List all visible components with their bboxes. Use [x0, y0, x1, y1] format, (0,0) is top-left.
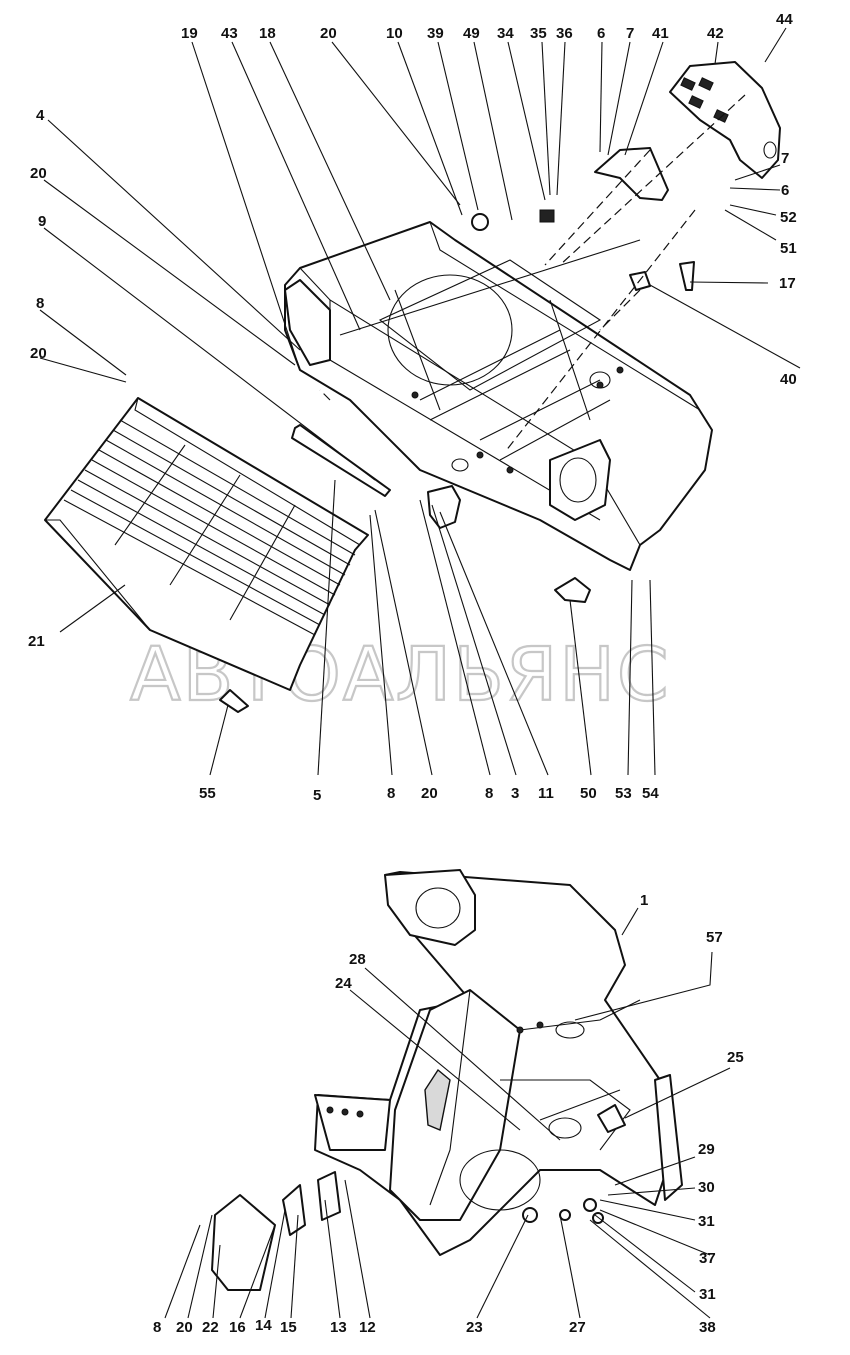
- callout-label: 20: [421, 785, 438, 802]
- bottom-leader-lines: [164, 907, 731, 1319]
- top-assembly-drawing: [44, 61, 781, 713]
- callout-label: 16: [229, 1319, 246, 1336]
- callout-label: 43: [221, 25, 238, 42]
- frame-beam: [389, 989, 521, 1221]
- right-flange-plate: [549, 439, 611, 521]
- callout-label: 24: [335, 975, 352, 992]
- callout-label: 37: [699, 1250, 716, 1267]
- callout-label: 29: [698, 1141, 715, 1158]
- callout-label: 50: [580, 785, 597, 802]
- callout-label: 9: [38, 213, 46, 230]
- callout-label: 49: [463, 25, 480, 42]
- callout-label: 14: [255, 1317, 272, 1334]
- callout-label: 42: [707, 25, 724, 42]
- callout-label: 12: [359, 1319, 376, 1336]
- callout-label: 31: [699, 1286, 716, 1303]
- callout-label: 5: [313, 787, 321, 804]
- bottom-callouts: 1 57 28 24 25 29 30 31 37 31 38 8 20 22 …: [153, 892, 744, 1336]
- callout-label: 18: [259, 25, 276, 42]
- callout-label: 39: [427, 25, 444, 42]
- callout-label: 1: [640, 892, 648, 909]
- callout-label: 53: [615, 785, 632, 802]
- callout-label: 19: [181, 25, 198, 42]
- callout-label: 51: [780, 240, 797, 257]
- callout-label: 40: [780, 371, 797, 388]
- callout-label: 38: [699, 1319, 716, 1336]
- callout-label: 20: [30, 165, 47, 182]
- callout-label: 31: [698, 1213, 715, 1230]
- callout-label: 17: [779, 275, 796, 292]
- callout-label: 7: [781, 150, 789, 167]
- frame-housing: [284, 221, 713, 571]
- callout-label: 30: [698, 1179, 715, 1196]
- top-callouts: 19 43 18 20 10 39 49 34 35 36 6 7 41 42 …: [28, 11, 797, 804]
- callout-label: 21: [28, 633, 45, 650]
- callout-label: 22: [202, 1319, 219, 1336]
- callout-label: 36: [556, 25, 573, 42]
- top-flange: [384, 869, 476, 946]
- callout-label: 25: [727, 1049, 744, 1066]
- callout-label: 7: [626, 25, 634, 42]
- bottom-assembly-drawing: [211, 869, 683, 1291]
- callout-label: 44: [776, 11, 793, 28]
- callout-label: 8: [36, 295, 44, 312]
- callout-label: 10: [386, 25, 403, 42]
- callout-label: 6: [597, 25, 605, 42]
- callout-label: 28: [349, 951, 366, 968]
- callout-label: 27: [569, 1319, 586, 1336]
- callout-label: 52: [780, 209, 797, 226]
- callout-label: 23: [466, 1319, 483, 1336]
- callout-label: 8: [387, 785, 395, 802]
- callout-label: 20: [30, 345, 47, 362]
- callout-label: 13: [330, 1319, 347, 1336]
- callout-label: 4: [36, 107, 45, 124]
- callout-label: 41: [652, 25, 669, 42]
- callout-label: 57: [706, 929, 723, 946]
- plate-22: [211, 1194, 276, 1291]
- callout-label: 54: [642, 785, 659, 802]
- grille-21: [44, 397, 369, 691]
- callout-label: 35: [530, 25, 547, 42]
- callout-label: 20: [176, 1319, 193, 1336]
- bracket-plate-41: [594, 147, 669, 201]
- callout-label: 11: [538, 785, 554, 802]
- callout-label: 34: [497, 25, 514, 42]
- top-leader-lines: [39, 27, 801, 776]
- strip-9: [291, 424, 391, 497]
- callout-label: 8: [153, 1319, 161, 1336]
- callout-label: 55: [199, 785, 216, 802]
- callout-label: 6: [781, 182, 789, 199]
- callout-label: 20: [320, 25, 337, 42]
- callout-label: 3: [511, 785, 519, 802]
- callout-label: 8: [485, 785, 493, 802]
- callout-label: 15: [280, 1319, 297, 1336]
